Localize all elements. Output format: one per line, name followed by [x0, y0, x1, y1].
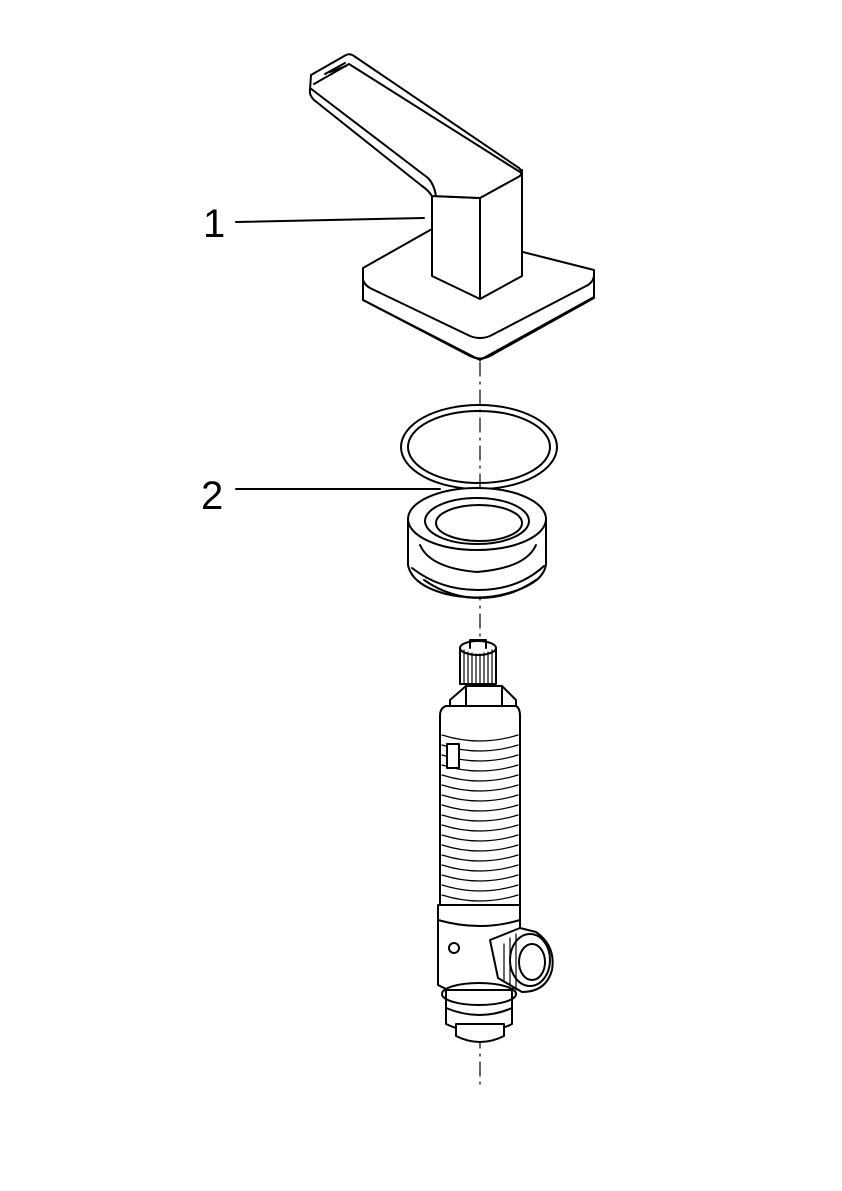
part-2-sleeve [407, 487, 547, 599]
callout-number-2: 2 [201, 474, 224, 518]
thread-lines [441, 734, 519, 902]
callout-number-1: 1 [203, 202, 226, 246]
part-1-handle [308, 53, 595, 361]
leader-line-1 [235, 217, 425, 223]
valve-cartridge [437, 639, 554, 1043]
part-2-o-ring [400, 404, 558, 490]
